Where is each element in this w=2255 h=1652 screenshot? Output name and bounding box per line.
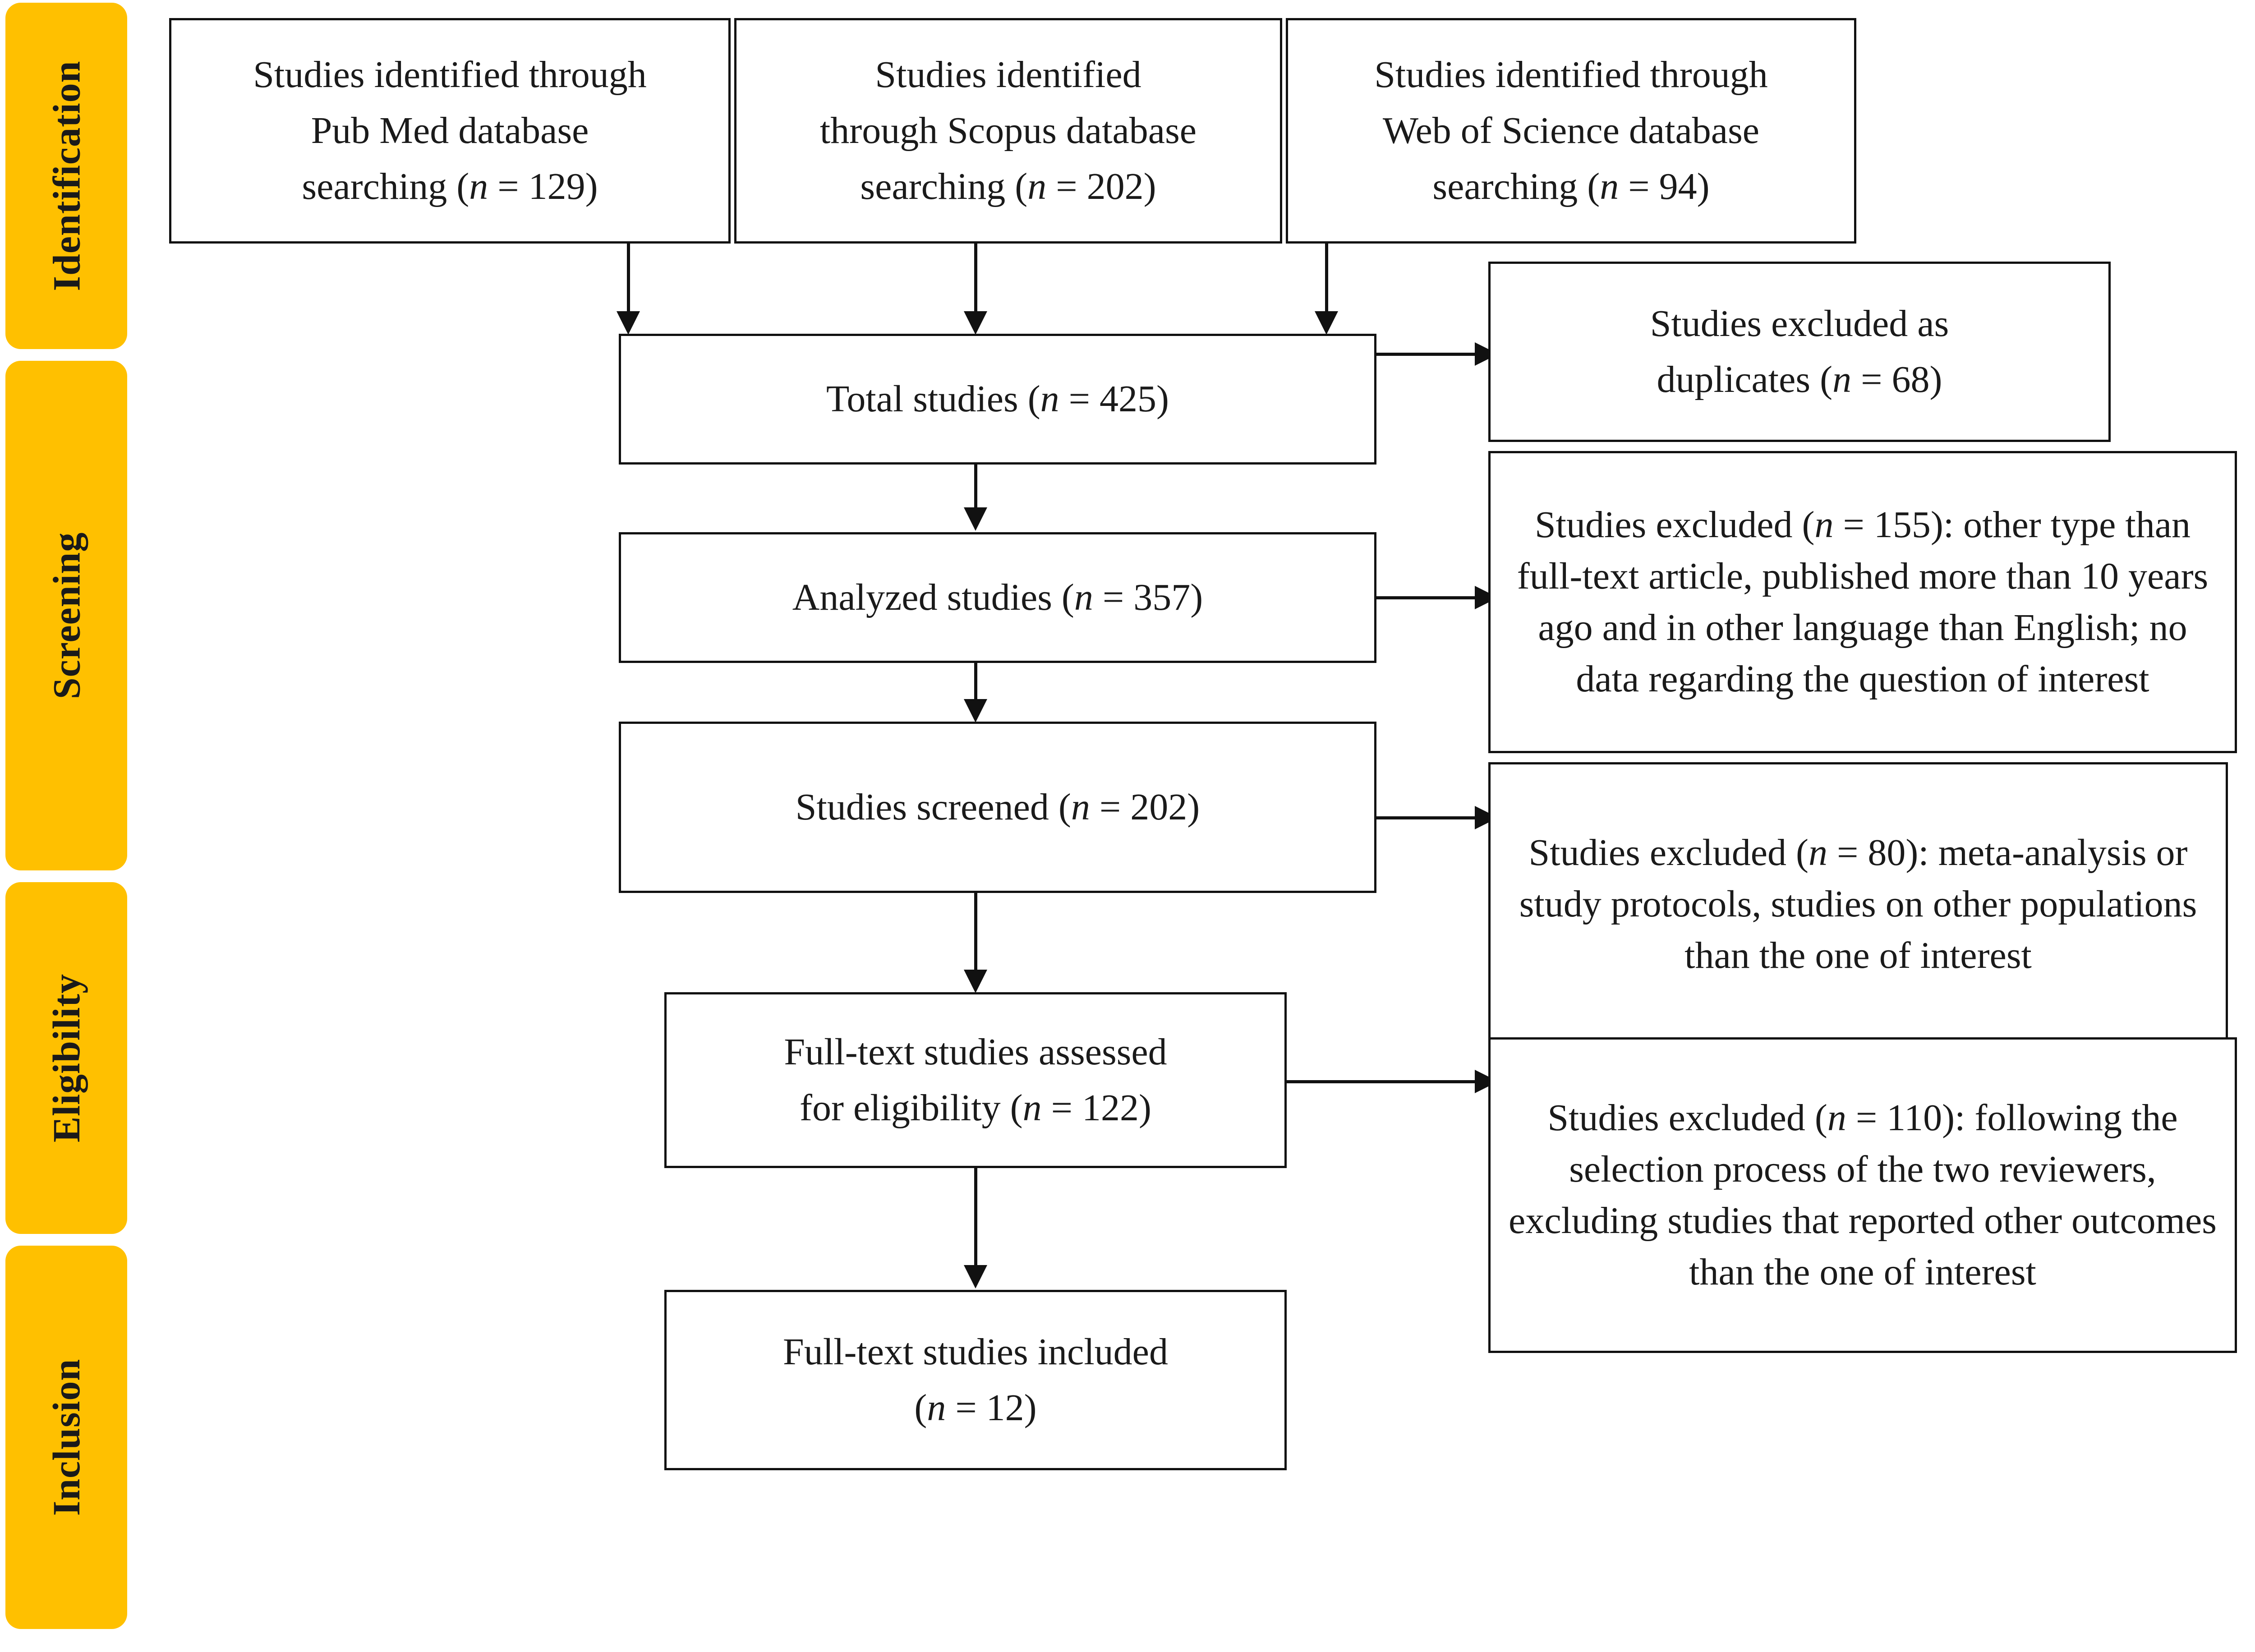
flow-box-studies-screened: Studies screened (n = 202)	[619, 722, 1376, 893]
source-pubmed-line1: Studies identified through	[253, 53, 647, 96]
analyzed-studies-prefix: Analyzed studies (	[792, 576, 1074, 618]
total-studies-n-symbol: n	[1040, 377, 1059, 420]
stage-tab-inclusion-label: Inclusion	[45, 1358, 88, 1516]
excluded155-suffix: = 155): other type than full-text articl…	[1517, 503, 2209, 700]
analyzed-studies-suffix: = 357)	[1093, 576, 1203, 618]
stage-tab-eligibility-label: Eligibility	[45, 973, 88, 1143]
analyzed-studies-n-symbol: n	[1074, 576, 1093, 618]
included-line2-prefix: (	[914, 1387, 927, 1429]
arrow-assessed-to-included	[964, 1265, 987, 1288]
arrow-screened-to-assessed	[964, 970, 987, 993]
source-box-pubmed: Studies identified through Pub Med datab…	[169, 18, 731, 244]
connector-screened-to-assessed	[974, 893, 977, 976]
excluded155-n-symbol: n	[1814, 503, 1834, 546]
screened-n-symbol: n	[1071, 786, 1090, 828]
stage-tab-screening: Screening	[5, 361, 127, 870]
screened-suffix: = 202)	[1090, 786, 1200, 828]
source-pubmed-line3-suffix: = 129)	[488, 166, 598, 208]
stage-tab-eligibility: Eligibility	[5, 882, 127, 1234]
arrow-analyzed-to-screened	[964, 699, 987, 722]
source-wos-line1: Studies identified through	[1374, 53, 1768, 96]
arrow-total-to-analyzed	[964, 507, 987, 531]
source-wos-line3-prefix: searching (	[1432, 166, 1600, 208]
source-scopus-line1: Studies identified	[875, 53, 1141, 96]
connector-total-to-duplicates	[1376, 353, 1480, 356]
exclusion-box-110: Studies excluded (n = 110): following th…	[1488, 1037, 2237, 1353]
included-line2-suffix: = 12)	[946, 1387, 1037, 1429]
assessed-line1: Full-text studies assessed	[784, 1031, 1167, 1073]
stage-tab-identification-label: Identification	[45, 60, 88, 291]
flow-box-analyzed-studies: Analyzed studies (n = 357)	[619, 532, 1376, 663]
source-wos-n-symbol: n	[1600, 166, 1619, 208]
total-studies-prefix: Total studies (	[826, 377, 1040, 420]
assessed-line2-suffix: = 122)	[1041, 1087, 1151, 1129]
source-wos-line3-suffix: = 94)	[1619, 166, 1710, 208]
source-box-scopus: Studies identified through Scopus databa…	[734, 18, 1282, 244]
excluded80-prefix: Studies excluded (	[1528, 831, 1809, 874]
source-scopus-n-symbol: n	[1027, 166, 1047, 208]
flow-box-total-studies: Total studies (n = 425)	[619, 334, 1376, 465]
connector-analyzed-to-excluded155	[1376, 596, 1480, 599]
connector-assessed-to-excluded110	[1287, 1080, 1481, 1083]
connector-total-to-analyzed	[974, 465, 977, 514]
source-box-web-of-science: Studies identified through Web of Scienc…	[1286, 18, 1856, 244]
duplicates-line2-suffix: = 68)	[1851, 359, 1942, 400]
stage-tab-screening-label: Screening	[45, 532, 88, 699]
arrow-pubmed-to-total	[617, 311, 640, 335]
included-line1: Full-text studies included	[783, 1330, 1168, 1373]
excluded110-prefix: Studies excluded (	[1547, 1096, 1827, 1139]
flow-box-fulltext-included: Full-text studies included (n = 12)	[664, 1290, 1287, 1470]
excluded110-n-symbol: n	[1827, 1096, 1846, 1139]
source-scopus-line2: through Scopus database	[819, 109, 1197, 152]
excluded155-prefix: Studies excluded (	[1534, 503, 1815, 546]
source-pubmed-line2: Pub Med database	[311, 109, 589, 152]
screened-prefix: Studies screened (	[795, 786, 1071, 828]
assessed-n-symbol: n	[1022, 1087, 1042, 1129]
stage-tab-identification: Identification	[5, 3, 127, 349]
source-pubmed-line3-prefix: searching (	[302, 166, 469, 208]
exclusion-box-80: Studies excluded (n = 80): meta-analysis…	[1488, 762, 2228, 1046]
total-studies-suffix: = 425)	[1059, 377, 1169, 420]
duplicates-line2-prefix: duplicates (	[1657, 359, 1833, 400]
source-scopus-line3-prefix: searching (	[860, 166, 1028, 208]
stage-tab-inclusion: Inclusion	[5, 1246, 127, 1629]
connector-wos-to-total	[1325, 244, 1328, 316]
connector-analyzed-to-screened	[974, 663, 977, 706]
excluded80-n-symbol: n	[1809, 831, 1828, 874]
included-n-symbol: n	[927, 1387, 946, 1429]
source-scopus-line3-suffix: = 202)	[1046, 166, 1156, 208]
source-pubmed-n-symbol: n	[469, 166, 488, 208]
exclusion-box-155: Studies excluded (n = 155): other type t…	[1488, 451, 2237, 753]
connector-assessed-to-included	[974, 1168, 977, 1272]
arrow-scopus-to-total	[964, 311, 987, 335]
excluded110-suffix: = 110): following the selection process …	[1509, 1096, 2217, 1293]
duplicates-n-symbol: n	[1832, 359, 1852, 400]
duplicates-line1: Studies excluded as	[1650, 302, 1949, 345]
arrow-wos-to-total	[1315, 311, 1338, 335]
connector-scopus-to-total	[974, 244, 977, 316]
connector-pubmed-to-total	[627, 244, 630, 316]
excluded80-suffix: = 80): meta-analysis or study protocols,…	[1519, 831, 2197, 977]
assessed-line2-prefix: for eligibility (	[800, 1087, 1023, 1129]
connector-screened-to-excluded80	[1376, 816, 1480, 819]
source-wos-line2: Web of Science database	[1382, 109, 1760, 152]
exclusion-box-duplicates: Studies excluded as duplicates (n = 68)	[1488, 262, 2111, 442]
flow-box-fulltext-assessed: Full-text studies assessed for eligibili…	[664, 992, 1287, 1168]
